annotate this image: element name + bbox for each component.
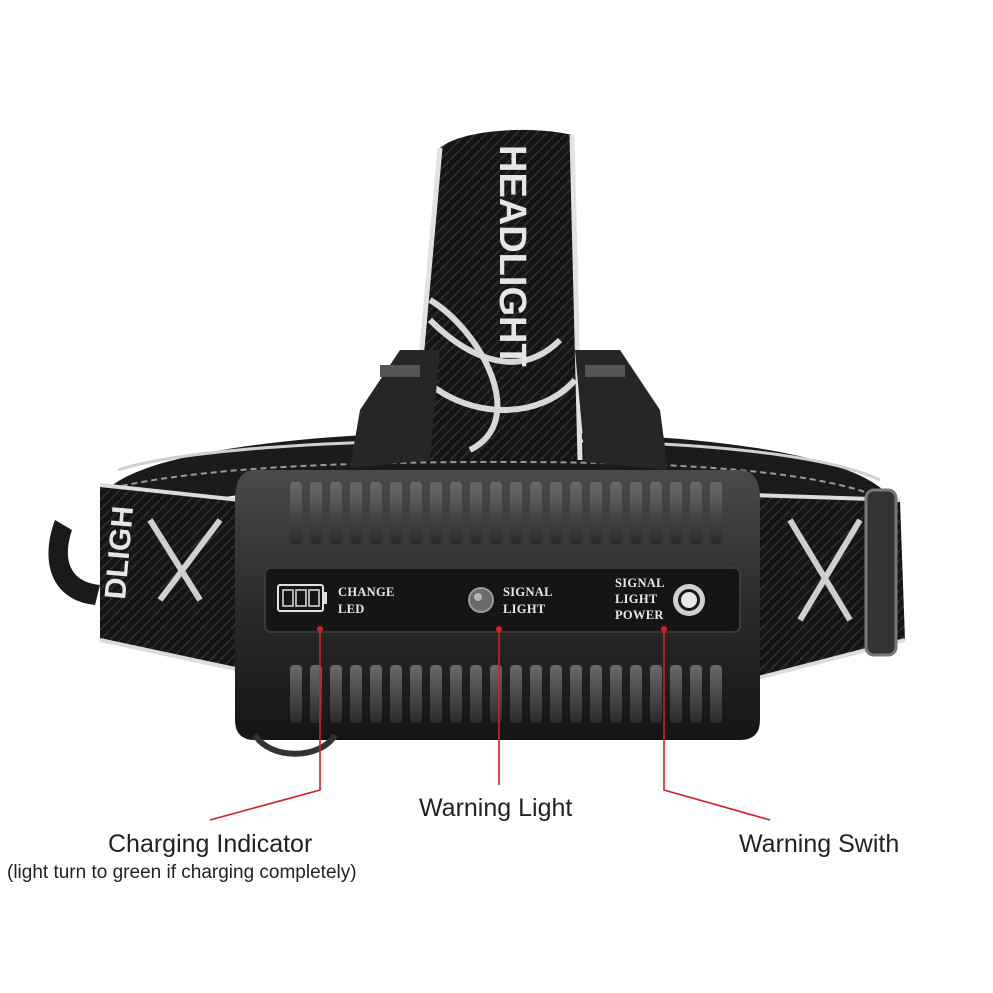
control-panel: CHANGE LED SIGNAL LIGHT SIGNAL LIGHT POW… xyxy=(264,567,741,633)
body-ridge xyxy=(410,482,422,544)
warning-light-label: Warning Light xyxy=(419,794,573,822)
callout-lines xyxy=(209,626,771,821)
body-ridge xyxy=(630,482,642,544)
power-label-line3: POWER xyxy=(615,608,664,622)
top-ridges xyxy=(290,482,722,544)
body-ridge xyxy=(370,665,382,723)
body-ridge xyxy=(450,482,462,544)
charge-label-line2: LED xyxy=(338,602,365,616)
body-ridge xyxy=(650,665,662,723)
body-ridge xyxy=(550,482,562,544)
body-ridge xyxy=(330,482,342,544)
body-ridge xyxy=(410,665,422,723)
charging-indicator-label: Charging Indicator xyxy=(108,830,313,858)
charge-label-line1: CHANGE xyxy=(338,585,395,599)
body-ridge xyxy=(690,665,702,723)
bottom-clip xyxy=(252,733,338,757)
body-ridge xyxy=(350,482,362,544)
body-ridge xyxy=(310,665,322,723)
body-ridge xyxy=(550,665,562,723)
body-ridge xyxy=(330,665,342,723)
body-ridge xyxy=(650,482,662,544)
body-ridge xyxy=(290,482,302,544)
body-ridge xyxy=(430,665,442,723)
body-ridge xyxy=(450,665,462,723)
body-ridge xyxy=(370,482,382,544)
body-ridge xyxy=(710,482,722,544)
body-ridge xyxy=(590,482,602,544)
body-ridge xyxy=(490,482,502,544)
body-ridge xyxy=(610,665,622,723)
body-ridge xyxy=(670,482,682,544)
body-ridge xyxy=(630,665,642,723)
body-ridge xyxy=(570,482,582,544)
left-side-strap: DLIGH xyxy=(48,483,241,672)
strap-bracket xyxy=(350,350,668,470)
body-ridge xyxy=(430,482,442,544)
signal-led xyxy=(468,587,494,613)
body-ridge xyxy=(670,665,682,723)
body-ridge xyxy=(470,665,482,723)
body-ridge xyxy=(510,665,522,723)
strap-brand-text-left: DLIGH xyxy=(99,505,140,601)
signal-power-button[interactable] xyxy=(673,584,705,616)
body-ridge xyxy=(390,665,402,723)
body-ridge xyxy=(570,665,582,723)
charging-note-label: (light turn to green if charging complet… xyxy=(7,862,357,883)
body-ridge xyxy=(510,482,522,544)
body-ridge xyxy=(390,482,402,544)
body-ridge xyxy=(690,482,702,544)
battery-icon xyxy=(277,584,327,612)
body-ridge xyxy=(290,665,302,723)
strap-brand-text-top: HEADLIGHT xyxy=(491,145,533,367)
right-side-strap xyxy=(749,488,906,682)
warning-switch-label: Warning Swith xyxy=(739,830,900,858)
body-ridge xyxy=(470,482,482,544)
signal-label-line1: SIGNAL xyxy=(503,585,553,599)
signal-label-line2: LIGHT xyxy=(503,602,546,616)
body-ridge xyxy=(530,665,542,723)
body-ridge xyxy=(530,482,542,544)
body-ridge xyxy=(590,665,602,723)
power-label-line1: SIGNAL xyxy=(615,576,665,590)
body-ridge xyxy=(610,482,622,544)
top-strap: HEADLIGHT xyxy=(409,129,583,461)
power-label-line2: LIGHT xyxy=(615,592,658,606)
body-ridge xyxy=(310,482,322,544)
body-ridge xyxy=(710,665,722,723)
body-ridge xyxy=(350,665,362,723)
body-ridge xyxy=(490,665,502,723)
